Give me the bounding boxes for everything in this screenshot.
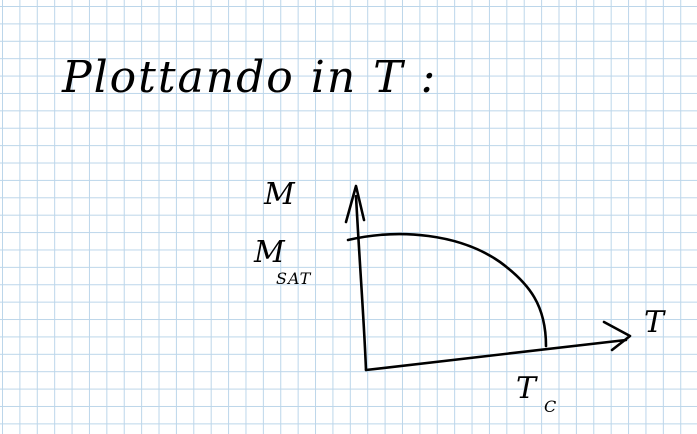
msat-subscript: SAT — [276, 269, 312, 288]
x-axis-label: T — [644, 305, 666, 340]
magnetization-curve — [346, 232, 548, 348]
note-title: Plottando in T : — [61, 52, 437, 103]
y-axis-arrowhead — [344, 184, 366, 224]
msat-label: M — [253, 235, 286, 270]
tc-subscript: C — [544, 397, 557, 416]
x-axis-arrowhead — [602, 320, 632, 352]
x-axis-line — [364, 338, 628, 372]
tc-label: T — [516, 371, 538, 406]
y-axis-label: M — [263, 177, 296, 212]
y-axis-line — [354, 194, 368, 372]
